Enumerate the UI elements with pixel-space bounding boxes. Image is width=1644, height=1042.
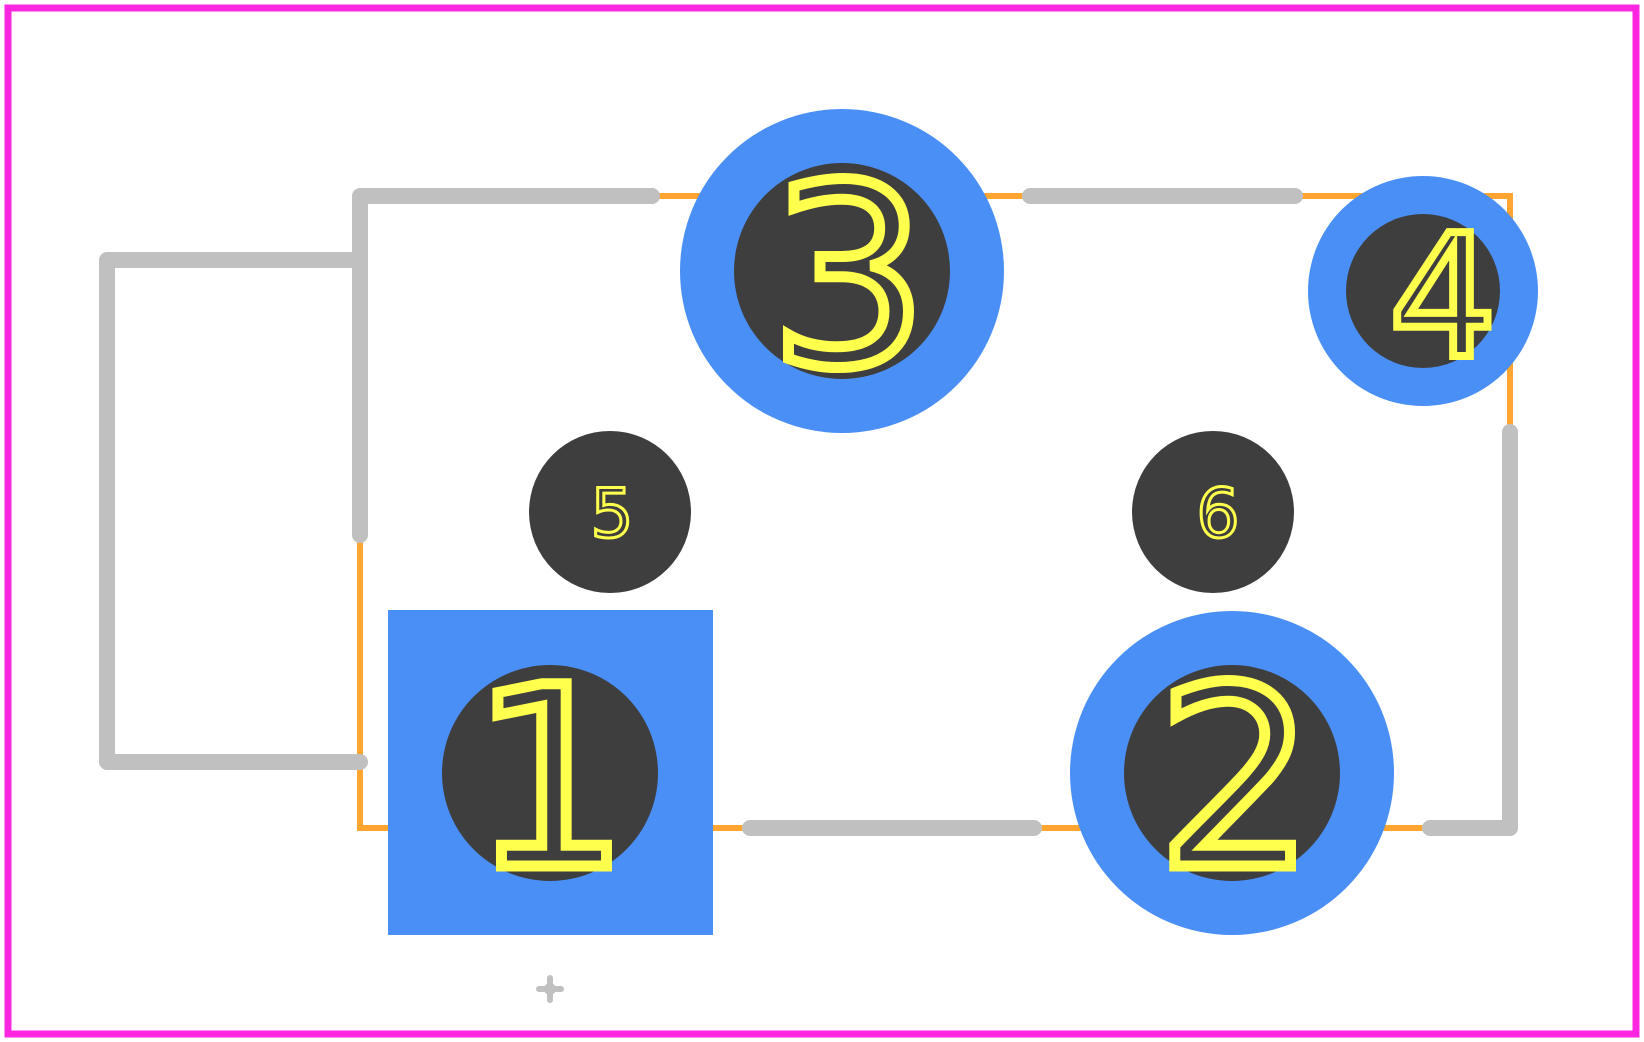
silk-right <box>1422 424 1518 836</box>
hole-6-drill <box>1132 431 1294 593</box>
pad-4[interactable]: 4 <box>1308 176 1538 406</box>
silkscreen-outline <box>99 188 1518 836</box>
pad-2-drill <box>1124 665 1340 881</box>
pad-3-number: 3 <box>769 132 928 423</box>
hole-6-number: 6 <box>1196 475 1239 554</box>
pad-3-drill <box>734 163 950 379</box>
pad-4-number: 4 <box>1389 199 1497 397</box>
pad-2[interactable]: 2 <box>1070 611 1394 935</box>
pad-3[interactable]: 3 <box>680 109 1004 433</box>
pad-1-number: 1 <box>470 634 629 925</box>
hole-5-drill <box>529 431 691 593</box>
pad-1[interactable]: 1 <box>388 610 713 935</box>
crosshair-icon <box>536 975 564 1003</box>
board-outline <box>4 4 1640 1038</box>
pad-2-number: 2 <box>1156 634 1315 925</box>
hole-6[interactable]: 6 <box>1132 431 1294 593</box>
pad-4-drill <box>1346 214 1500 368</box>
silk-tab <box>99 252 368 770</box>
silk-left-bracket <box>352 188 660 543</box>
pad-1-drill <box>442 665 658 881</box>
hole-5-number: 5 <box>590 475 633 554</box>
hole-5[interactable]: 5 <box>529 431 691 593</box>
